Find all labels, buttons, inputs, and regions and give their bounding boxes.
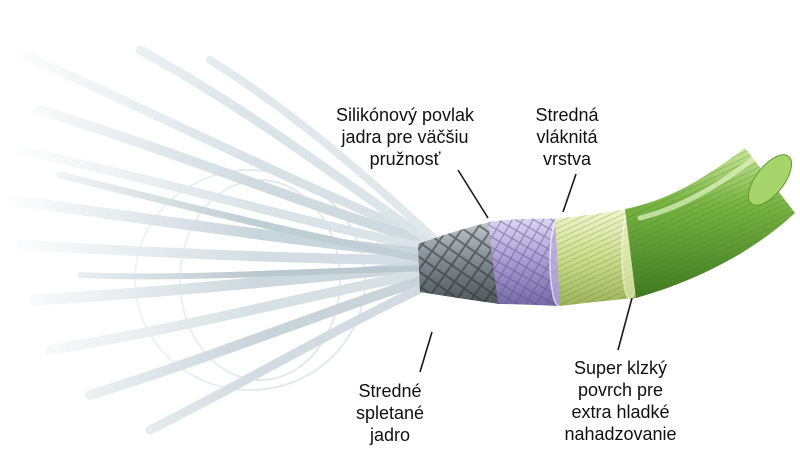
label-line: extra hladké: [571, 402, 670, 422]
label-line: Stredné: [358, 381, 422, 401]
middle-fiber-layer: [555, 208, 639, 306]
label-braided-core: Stredné spletané jadro: [340, 380, 440, 446]
label-line: Super klzký: [573, 358, 668, 378]
label-line: vrstva: [542, 149, 591, 169]
label-slick-surface: Super klzký povrch pre extra hladké naha…: [553, 357, 688, 445]
label-middle-layer: Stredná vláknitá vrstva: [527, 104, 607, 170]
label-line: jadra pre väčšiu: [341, 127, 469, 147]
label-line: povrch pre: [577, 380, 664, 400]
fiber-fade-overlay: [0, 0, 470, 465]
label-silicone-coating: Silikónový povlak jadra pre väčšiu pružn…: [330, 104, 480, 170]
label-line: Stredná: [535, 105, 599, 125]
leader-core: [419, 331, 433, 373]
leader-lines: [419, 169, 633, 373]
braided-core: [418, 222, 500, 304]
label-line: jadro: [369, 425, 411, 445]
outer-slick-surface: [625, 148, 795, 298]
label-line: Silikónový povlak: [335, 105, 475, 125]
leader-surface: [617, 297, 633, 351]
leader-middle: [562, 173, 577, 213]
label-line: pružnosť: [369, 149, 441, 169]
line-end-cap: [747, 154, 793, 206]
label-line: nahadzovanie: [564, 424, 677, 444]
label-line: spletané: [355, 403, 425, 423]
label-line: vláknitá: [536, 127, 598, 147]
leader-coating: [457, 169, 489, 219]
